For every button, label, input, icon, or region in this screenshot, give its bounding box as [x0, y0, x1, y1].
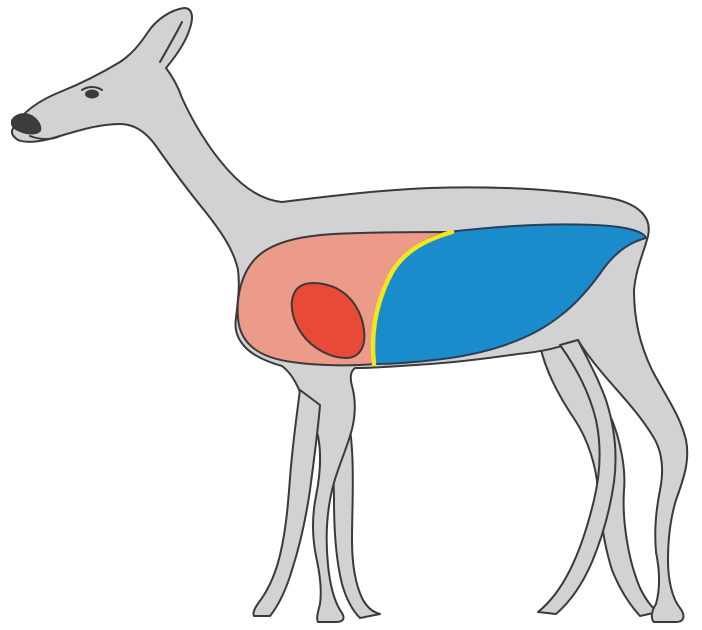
eye-icon	[85, 90, 99, 99]
near-foreleg	[253, 390, 320, 616]
